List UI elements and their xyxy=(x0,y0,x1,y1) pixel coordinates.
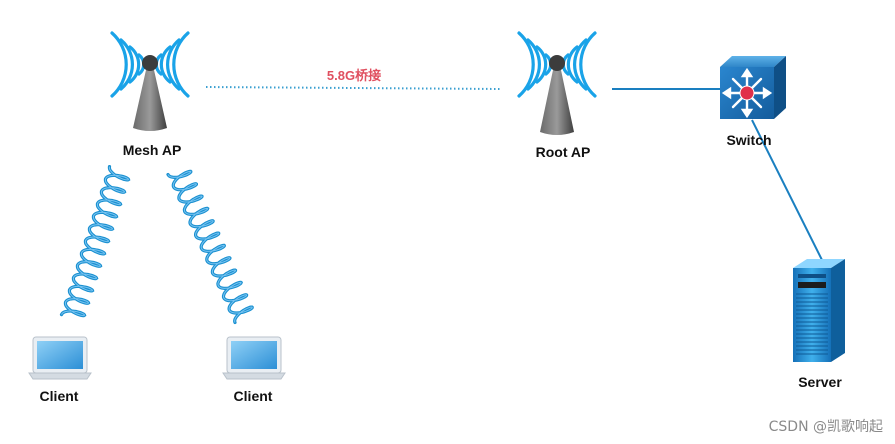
mesh-ap-node xyxy=(110,31,190,131)
root-ap-node xyxy=(517,31,597,135)
root-ap-label: Root AP xyxy=(535,144,591,160)
wireless-coil-link-client-2 xyxy=(166,169,254,325)
switch-label: Switch xyxy=(726,132,772,148)
laptop-icon xyxy=(28,336,92,380)
network-switch-icon xyxy=(720,56,786,119)
laptop-icon xyxy=(222,336,286,380)
wireless-ap-icon xyxy=(133,55,167,131)
switch-to-server-link xyxy=(751,119,823,261)
server-icon xyxy=(793,259,845,362)
server-label: Server xyxy=(798,374,842,390)
watermark: CSDN @凯歌响起 xyxy=(768,419,883,435)
coil-highlight xyxy=(61,166,130,317)
coil-highlight xyxy=(167,170,253,323)
bridge-link xyxy=(205,86,501,90)
wireless-coil-link-client-1 xyxy=(59,165,131,318)
client-label: Client xyxy=(39,388,79,404)
wireless-ap-icon xyxy=(540,55,574,135)
bridge-link-label: 5.8G桥接 xyxy=(326,68,382,83)
wireless-waves-icon xyxy=(110,31,190,98)
client-label: Client xyxy=(233,388,273,404)
mesh-ap-label: Mesh AP xyxy=(122,142,182,158)
